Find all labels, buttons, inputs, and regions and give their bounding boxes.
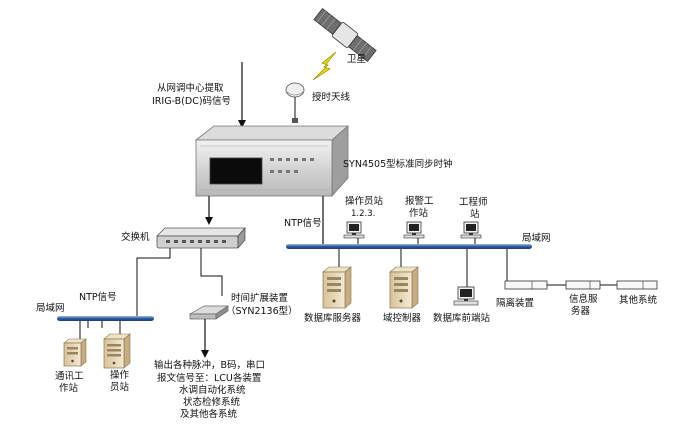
outputs-line-3: 水调自动化系统 [179, 384, 246, 396]
switch-label: 交换机 [121, 231, 150, 243]
outputs-line-5: 及其他各系统 [180, 408, 238, 420]
operator-station-left-icon [103, 333, 131, 369]
info-server-label-1: 信息服 [569, 293, 598, 305]
domain-controller-icon [389, 266, 419, 309]
operator-station-left-label-1: 操作 [110, 369, 130, 381]
operator-stations-label-2: 1.2.3. [351, 209, 375, 219]
ntp-left-label: NTP信号 [79, 291, 117, 303]
operator-stations-label-1: 操作员站 [345, 195, 384, 207]
master-clock-device [194, 125, 350, 198]
outputs-line-2: 报文信号至：LCU各装置 [157, 372, 261, 384]
db-frontend-icon [453, 286, 479, 306]
switch-to-left-lan-line [136, 248, 171, 316]
isolation-label: 隔离装置 [496, 297, 534, 309]
other-systems-label: 其他系统 [619, 294, 658, 306]
lightning-icon [312, 51, 337, 81]
time-expansion-device-icon [188, 305, 230, 320]
antenna-icon [285, 82, 305, 123]
other-systems-icon [616, 280, 658, 290]
info-server-icon [565, 280, 601, 290]
ntp-main-label: NTP信号 [284, 217, 322, 229]
left-lan-bus [57, 316, 154, 321]
db-frontend-label: 数据库前端站 [433, 312, 491, 324]
comm-station-icon [63, 338, 87, 367]
engineer-station-label-1: 工程师 [459, 196, 488, 208]
main-lan-bus [286, 244, 532, 249]
db-server-icon [322, 266, 352, 309]
expansion-label-1: 时间扩展装置 [231, 292, 288, 304]
alarm-station-label-1: 报警工 [405, 195, 434, 207]
comm-station-label-1: 通讯工 [55, 371, 84, 382]
expansion-label-2: （SYN2136型） [226, 305, 298, 317]
info-server-label-2: 务器 [571, 305, 591, 317]
operator-station-left-label-2: 员站 [110, 381, 130, 393]
lan-left-label: 局域网 [36, 302, 65, 314]
satellite-icon [313, 7, 377, 63]
antenna-label: 授时天线 [312, 91, 351, 103]
satellite-label: 卫星 [347, 54, 366, 65]
alarm-station-label-2: 作站 [409, 207, 429, 219]
db-server-label: 数据库服务器 [304, 312, 362, 324]
domain-controller-label: 域控制器 [383, 312, 422, 324]
irig-source-label-1: 从网调中心提取 [157, 82, 224, 94]
outputs-line-1: 输出各种脉冲，B码，串口 [154, 359, 265, 371]
master-clock-label: SYN4505型标准同步时钟 [343, 158, 453, 170]
network-switch-icon [156, 226, 246, 250]
engineer-station-icon [460, 221, 482, 244]
lan-main-label: 局域网 [522, 232, 551, 244]
engineer-station-label-2: 站 [470, 208, 480, 220]
comm-station-label-2: 作站 [59, 382, 79, 394]
alarm-station-icon [403, 221, 425, 244]
irig-source-label-2: IRIG-B(DC)码信号 [152, 95, 231, 107]
operator-station-icon [343, 221, 365, 244]
outputs-line-4: 状态检修系统 [183, 396, 241, 408]
isolation-device-icon [504, 280, 548, 290]
switch-to-expansion-line [200, 248, 223, 296]
